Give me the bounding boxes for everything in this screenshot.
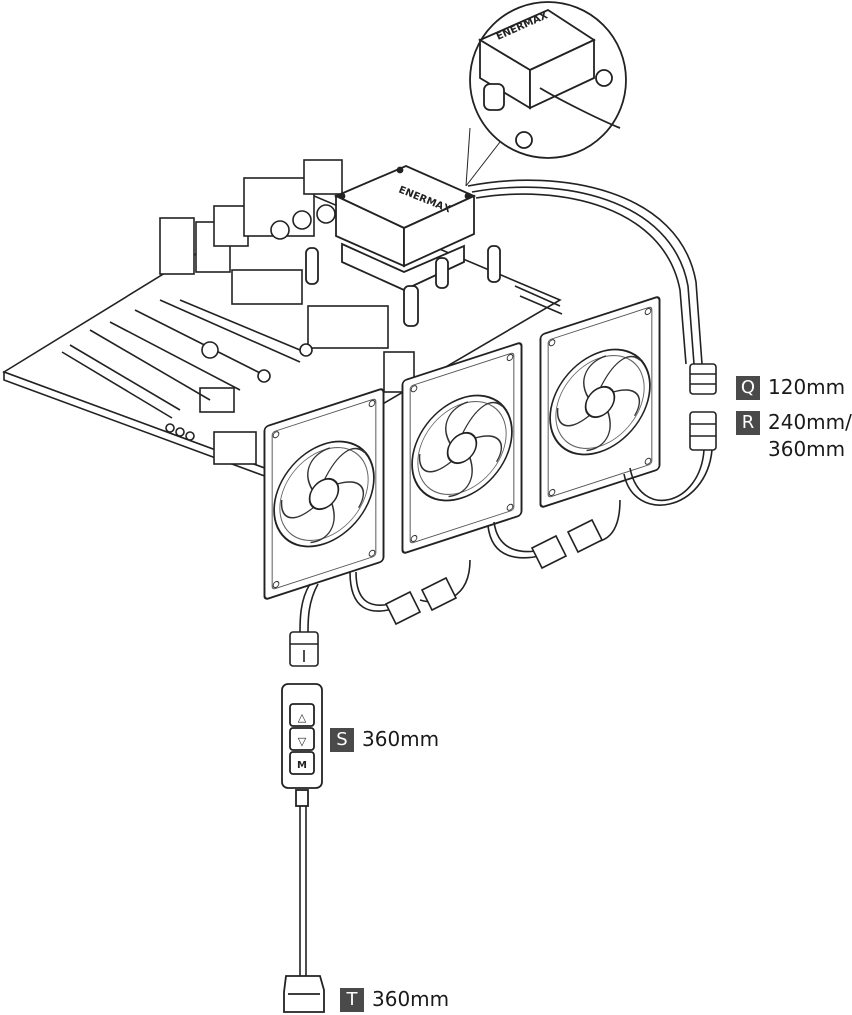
callout-r-line2: 360mm — [768, 437, 846, 461]
sata-power-connector — [283, 975, 325, 1013]
argb-connector-r — [689, 411, 717, 451]
callout-t-label: 360mm — [372, 987, 450, 1011]
callout-s-letter: S — [330, 728, 354, 752]
pump-block: ENERMAX — [305, 165, 501, 327]
callout-q-letter: Q — [736, 376, 760, 400]
controller-up-button: △ — [298, 711, 307, 724]
pump-detail-magnifier: ENERMAX — [465, 1, 627, 187]
callout-s: S 360mm — [330, 727, 440, 753]
pump-argb-cable — [467, 179, 703, 365]
sata-cable — [299, 806, 307, 976]
callout-s-label: 360mm — [362, 727, 440, 751]
fan-3 — [539, 295, 661, 509]
argb-connector-s — [289, 631, 319, 667]
callout-q-label: 120mm — [768, 375, 846, 399]
callout-t: T 360mm — [340, 987, 450, 1013]
callout-r-label: 240mm/ 360mm — [768, 409, 852, 463]
argb-connectors — [384, 518, 604, 626]
rgb-controller: △ ▽ M — [281, 683, 323, 807]
motherboard — [2, 159, 563, 480]
callout-r-line1: 240mm/ — [768, 410, 852, 434]
controller-down-button: ▽ — [298, 735, 307, 748]
callout-t-letter: T — [340, 988, 364, 1012]
controller-mode-button: M — [297, 760, 307, 771]
callout-r: R 240mm/ 360mm — [736, 409, 852, 463]
callout-r-letter: R — [736, 411, 760, 435]
callout-q: Q 120mm — [736, 375, 846, 401]
argb-connector-q — [689, 363, 717, 395]
